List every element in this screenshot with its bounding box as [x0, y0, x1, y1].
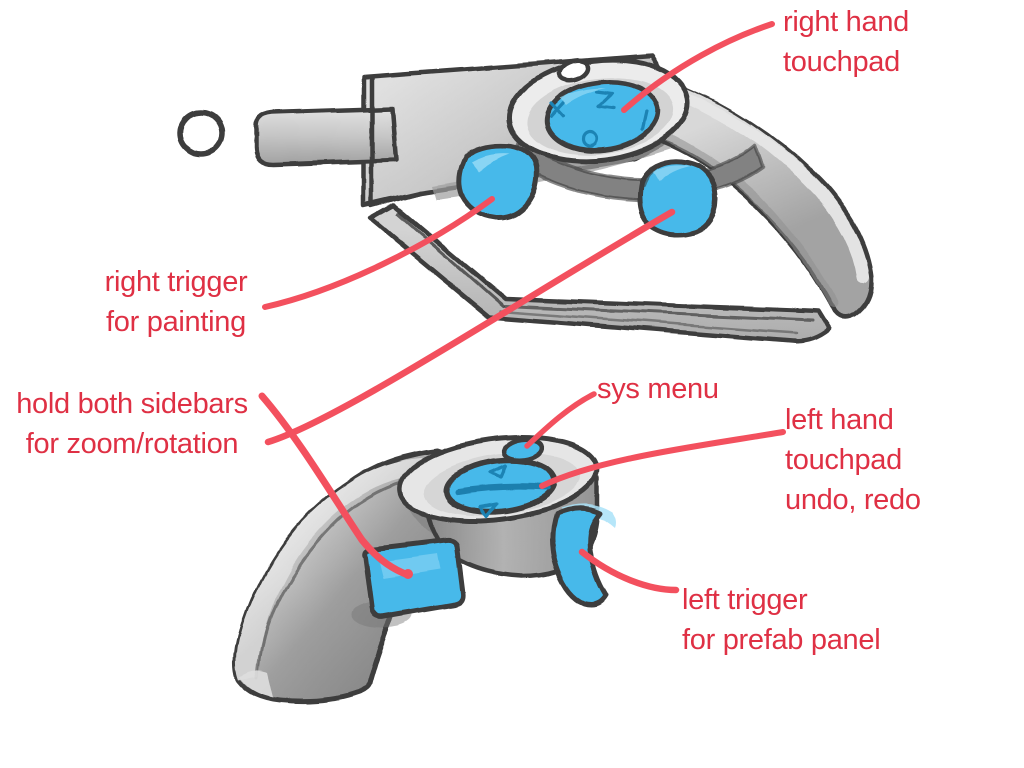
housing-hole [557, 58, 591, 82]
annotation-line: for zoom/rotation [25, 428, 239, 460]
annotation-sys-menu: sys menu [597, 369, 719, 409]
annotation-left-trigger: left trigger for prefab panel [682, 580, 881, 660]
handle-tip-cap [241, 669, 274, 697]
annotation-line: hold both sidebars [16, 388, 248, 420]
annotation-line: right trigger [104, 266, 248, 298]
grip-loop-bottom [368, 203, 832, 344]
slider-line-icon [455, 484, 550, 495]
grip-hatch-line [498, 309, 797, 335]
annotation-line: for painting [106, 306, 246, 338]
barrel [253, 105, 399, 167]
grip-hatch-line [396, 212, 505, 308]
body-edge [369, 74, 423, 209]
grip-loop-shade [659, 131, 839, 309]
leader-sys-menu [524, 391, 597, 449]
annotation-line: left trigger [682, 584, 808, 616]
bar-icon [640, 110, 648, 132]
annotation-line: touchpad [783, 46, 900, 78]
annotation-left-hand-touchpad: left hand touchpad undo, redo [785, 400, 921, 520]
annotation-line: for prefab panel [682, 624, 881, 656]
ring-attachment [177, 109, 225, 157]
annotation-line: undo, redo [785, 484, 921, 516]
handle-band-edge [256, 474, 435, 679]
right-touchpad-symbols [549, 90, 648, 148]
sidebar-notch-line [641, 162, 662, 188]
annotation-line: right hand [783, 6, 909, 38]
triangle-down-icon [479, 502, 500, 518]
x-icon [549, 101, 565, 118]
triangle-up-icon [487, 464, 508, 480]
right-controller [177, 52, 875, 344]
leader-sidebars-top [264, 208, 676, 446]
hourglass-icon [595, 90, 615, 111]
annotation-right-trigger: right trigger for painting [75, 262, 277, 342]
annotation-hold-both-sidebars: hold both sidebars for zoom/rotation [6, 384, 258, 464]
leader-lines [258, 21, 786, 594]
touchpad-highlight [560, 88, 606, 105]
annotation-right-hand-touchpad: right hand touchpad [783, 2, 909, 82]
grip-hatch-line [503, 304, 814, 322]
left-controller [234, 435, 616, 704]
annotation-line: touchpad [785, 444, 902, 476]
circle-icon [581, 130, 599, 148]
leader-end-dot [403, 569, 413, 579]
leader-left-hand-touchpad [539, 429, 786, 489]
annotation-line: sys menu [597, 373, 719, 405]
grip-loop-highlight [661, 81, 870, 284]
leader-left-trigger [578, 548, 680, 594]
leader-right-hand-touchpad [621, 21, 775, 113]
left-touchpad-symbols [455, 464, 550, 518]
left-trigger-button [549, 505, 609, 607]
annotation-line: left hand [785, 404, 894, 436]
leader-sidebars-bottom [258, 392, 412, 579]
sidebar-highlight [652, 164, 690, 182]
leader-right-trigger [262, 196, 495, 310]
trigger-highlight [472, 153, 512, 172]
left-sidebar-button [362, 537, 466, 620]
